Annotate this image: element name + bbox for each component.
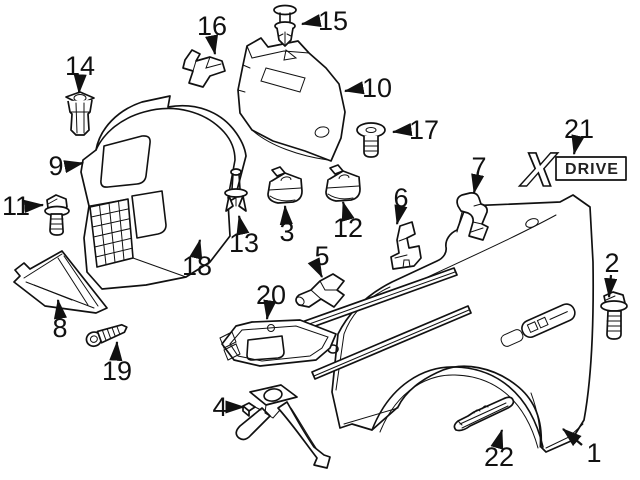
part-12-clip-drawing — [325, 164, 361, 202]
callout-label-5: 5 — [314, 241, 329, 271]
callout-label-4: 4 — [212, 392, 227, 422]
callout-arrow-3 — [279, 204, 293, 226]
callout-arrow-17 — [391, 122, 413, 137]
part-2-bolt-drawing — [600, 291, 628, 340]
callout-label-10: 10 — [362, 73, 392, 103]
callout-label-20: 20 — [256, 280, 286, 310]
callout-arrow-10 — [343, 81, 365, 95]
callout-arrow-14 — [73, 73, 87, 95]
callout-arrow-12 — [341, 200, 355, 222]
part-3-clip-drawing — [267, 166, 303, 204]
callout-label-18: 18 — [182, 251, 212, 281]
callout-label-7: 7 — [471, 152, 486, 182]
callout-arrow-5 — [307, 257, 323, 278]
callout-label-12: 12 — [333, 213, 363, 243]
callout-arrow-18 — [189, 238, 203, 260]
part-8-insulator-drawing — [13, 250, 108, 314]
callout-label-15: 15 — [318, 6, 348, 36]
callout-arrow-11 — [23, 199, 45, 214]
callout-label-11: 11 — [2, 191, 30, 221]
part-16-bracket-drawing — [182, 49, 226, 88]
callout-arrow-19 — [109, 340, 123, 362]
callout-arrows — [23, 14, 618, 450]
callout-arrow-9 — [63, 160, 85, 174]
callout-arrow-15 — [300, 14, 322, 28]
callout-arrow-16 — [205, 34, 219, 56]
part-13-rivet-drawing — [224, 168, 248, 212]
part-14-expansion-nut-drawing — [65, 91, 95, 136]
callout-arrow-1 — [562, 428, 583, 447]
callout-arrow-22 — [490, 428, 504, 450]
part-7-bracket-drawing — [456, 192, 489, 241]
callout-label-2: 2 — [604, 248, 619, 278]
part-20-lower-cover-drawing — [219, 319, 337, 367]
callout-label-22: 22 — [484, 442, 514, 472]
part-9-fender-liner-drawing — [80, 95, 247, 290]
part-11-bolt-drawing — [44, 194, 70, 236]
emblem-drive-text: DRIVE — [565, 161, 619, 178]
part-17-rivet-drawing — [356, 122, 386, 158]
emblem-drive-box — [555, 156, 627, 181]
callout-label-13: 13 — [229, 228, 259, 258]
part-15-rivet-drawing — [273, 4, 297, 47]
part-5-bracket-drawing — [295, 273, 345, 308]
callout-label-21: 21 — [564, 114, 594, 144]
part-1-fender-drawing — [331, 194, 595, 453]
callout-labels: 1 2 3 4 5 6 7 8 9 10 11 12 13 14 15 16 1… — [2, 6, 620, 472]
part-22-arch-trim-drawing — [453, 396, 515, 432]
part-21-xdrive-emblem-drawing: X DRIVE — [515, 143, 627, 198]
callout-arrow-2 — [604, 274, 618, 299]
part-10-splash-shield-drawing — [237, 37, 346, 162]
part-4-bracket-bolt-drawing — [235, 384, 331, 469]
callout-label-19: 19 — [102, 356, 132, 386]
callout-label-8: 8 — [52, 313, 67, 343]
callout-label-6: 6 — [393, 183, 408, 213]
callout-arrow-13 — [236, 214, 250, 236]
callout-arrow-20 — [263, 299, 277, 321]
callout-label-1: 1 — [586, 438, 601, 468]
callout-arrow-6 — [394, 204, 408, 226]
callout-label-17: 17 — [409, 115, 439, 145]
part-19-screw-drawing — [85, 323, 128, 348]
callout-arrow-8 — [53, 298, 68, 320]
callout-label-9: 9 — [48, 151, 63, 181]
callout-label-3: 3 — [279, 217, 294, 247]
callout-label-14: 14 — [65, 51, 95, 81]
callout-arrow-7 — [471, 173, 485, 195]
callout-label-16: 16 — [197, 11, 227, 41]
callout-arrow-21 — [571, 134, 585, 156]
part-6-bracket-drawing — [390, 221, 422, 270]
